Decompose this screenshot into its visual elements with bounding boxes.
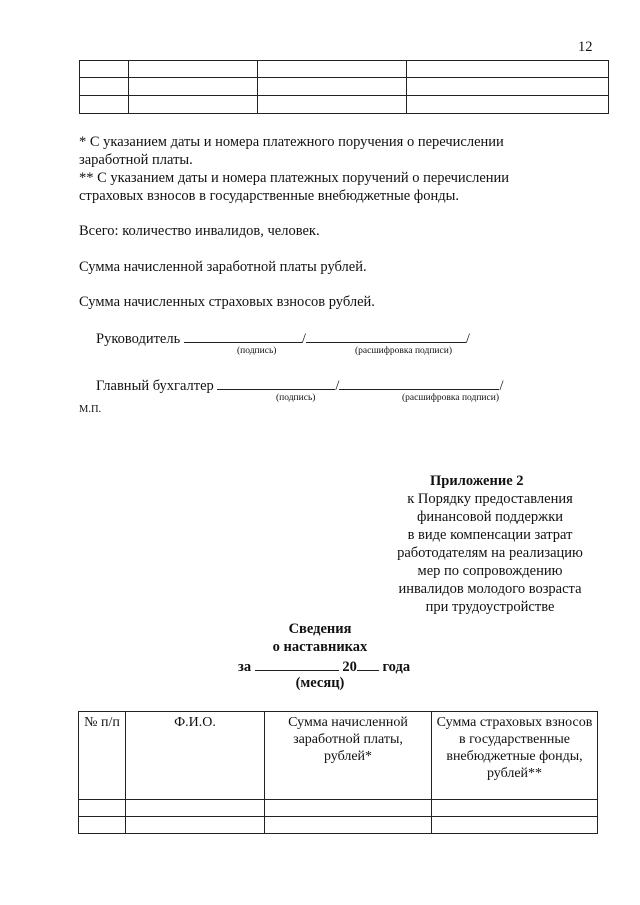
accountant-sign-hint: (подпись) [276,393,316,403]
appendix-title: Приложение 2 [430,473,524,489]
appendix-line: работодателям на реализацию [397,545,583,561]
header-name: Ф.И.О. [125,711,265,800]
accountant-decode-blank [339,375,500,390]
appendix-line: мер по сопровождению [417,563,563,579]
director-decode-hint: (расшифровка подписи) [355,346,452,356]
header-number: № п/п [78,711,126,800]
appendix-line: инвалидов молодого возраста [398,581,582,597]
report-period: за 20 года [238,656,410,676]
director-decode-blank [305,328,466,343]
table-row [78,816,598,834]
report-subtitle: о наставниках [272,639,368,655]
director-signature-line: Руководитель // [96,328,470,348]
page-number: 12 [578,39,593,55]
period-year: 20 [342,659,357,675]
header-salary: Сумма начисленной заработной платы, рубл… [264,711,432,800]
accountant-sign-blank [217,375,336,390]
appendix-line: в виде компенсации затрат [407,527,573,543]
total-contributions: Сумма начисленных страховых взносов рубл… [79,294,375,310]
report-title: Сведения [288,621,352,637]
appendix-line: финансовой поддержки [416,509,564,525]
director-sign-blank [183,328,302,343]
top-table [79,60,609,114]
table-header-row: № п/п Ф.И.О. Сумма начисленной заработно… [78,711,598,800]
total-count: Всего: количество инвалидов, человек. [79,223,320,239]
stamp-mark: М.П. [79,404,102,415]
footnote-1-line-1: * С указанием даты и номера платежного п… [79,134,504,150]
period-suffix: года [382,659,411,675]
header-contributions: Сумма страховых взносов в государственны… [431,711,598,800]
footnote-2-line-1: ** С указанием даты и номера платежных п… [79,170,510,186]
director-sign-hint: (подпись) [237,346,277,356]
table-row [78,799,598,817]
director-title: Руководитель [96,331,181,347]
appendix-lines: к Порядку предоставления финансовой подд… [360,490,620,616]
footnote-2-line-2: страховых взносов в государственные внеб… [79,188,459,204]
period-month-blank [254,656,339,671]
accountant-decode-hint: (расшифровка подписи) [402,393,499,403]
period-prefix: за [238,659,252,675]
accountant-title: Главный бухгалтер [96,378,214,394]
footnote-1-line-2: заработной платы. [79,152,193,168]
accountant-signature-line: Главный бухгалтер // [96,375,503,395]
appendix-line: к Порядку предоставления [407,491,573,507]
appendix-line: при трудоустройстве [425,599,555,615]
total-salary: Сумма начисленной заработной платы рубле… [79,259,367,275]
period-year-blank [356,656,379,671]
mentors-table: № п/п Ф.И.О. Сумма начисленной заработно… [78,711,598,834]
period-note: (месяц) [295,675,345,691]
